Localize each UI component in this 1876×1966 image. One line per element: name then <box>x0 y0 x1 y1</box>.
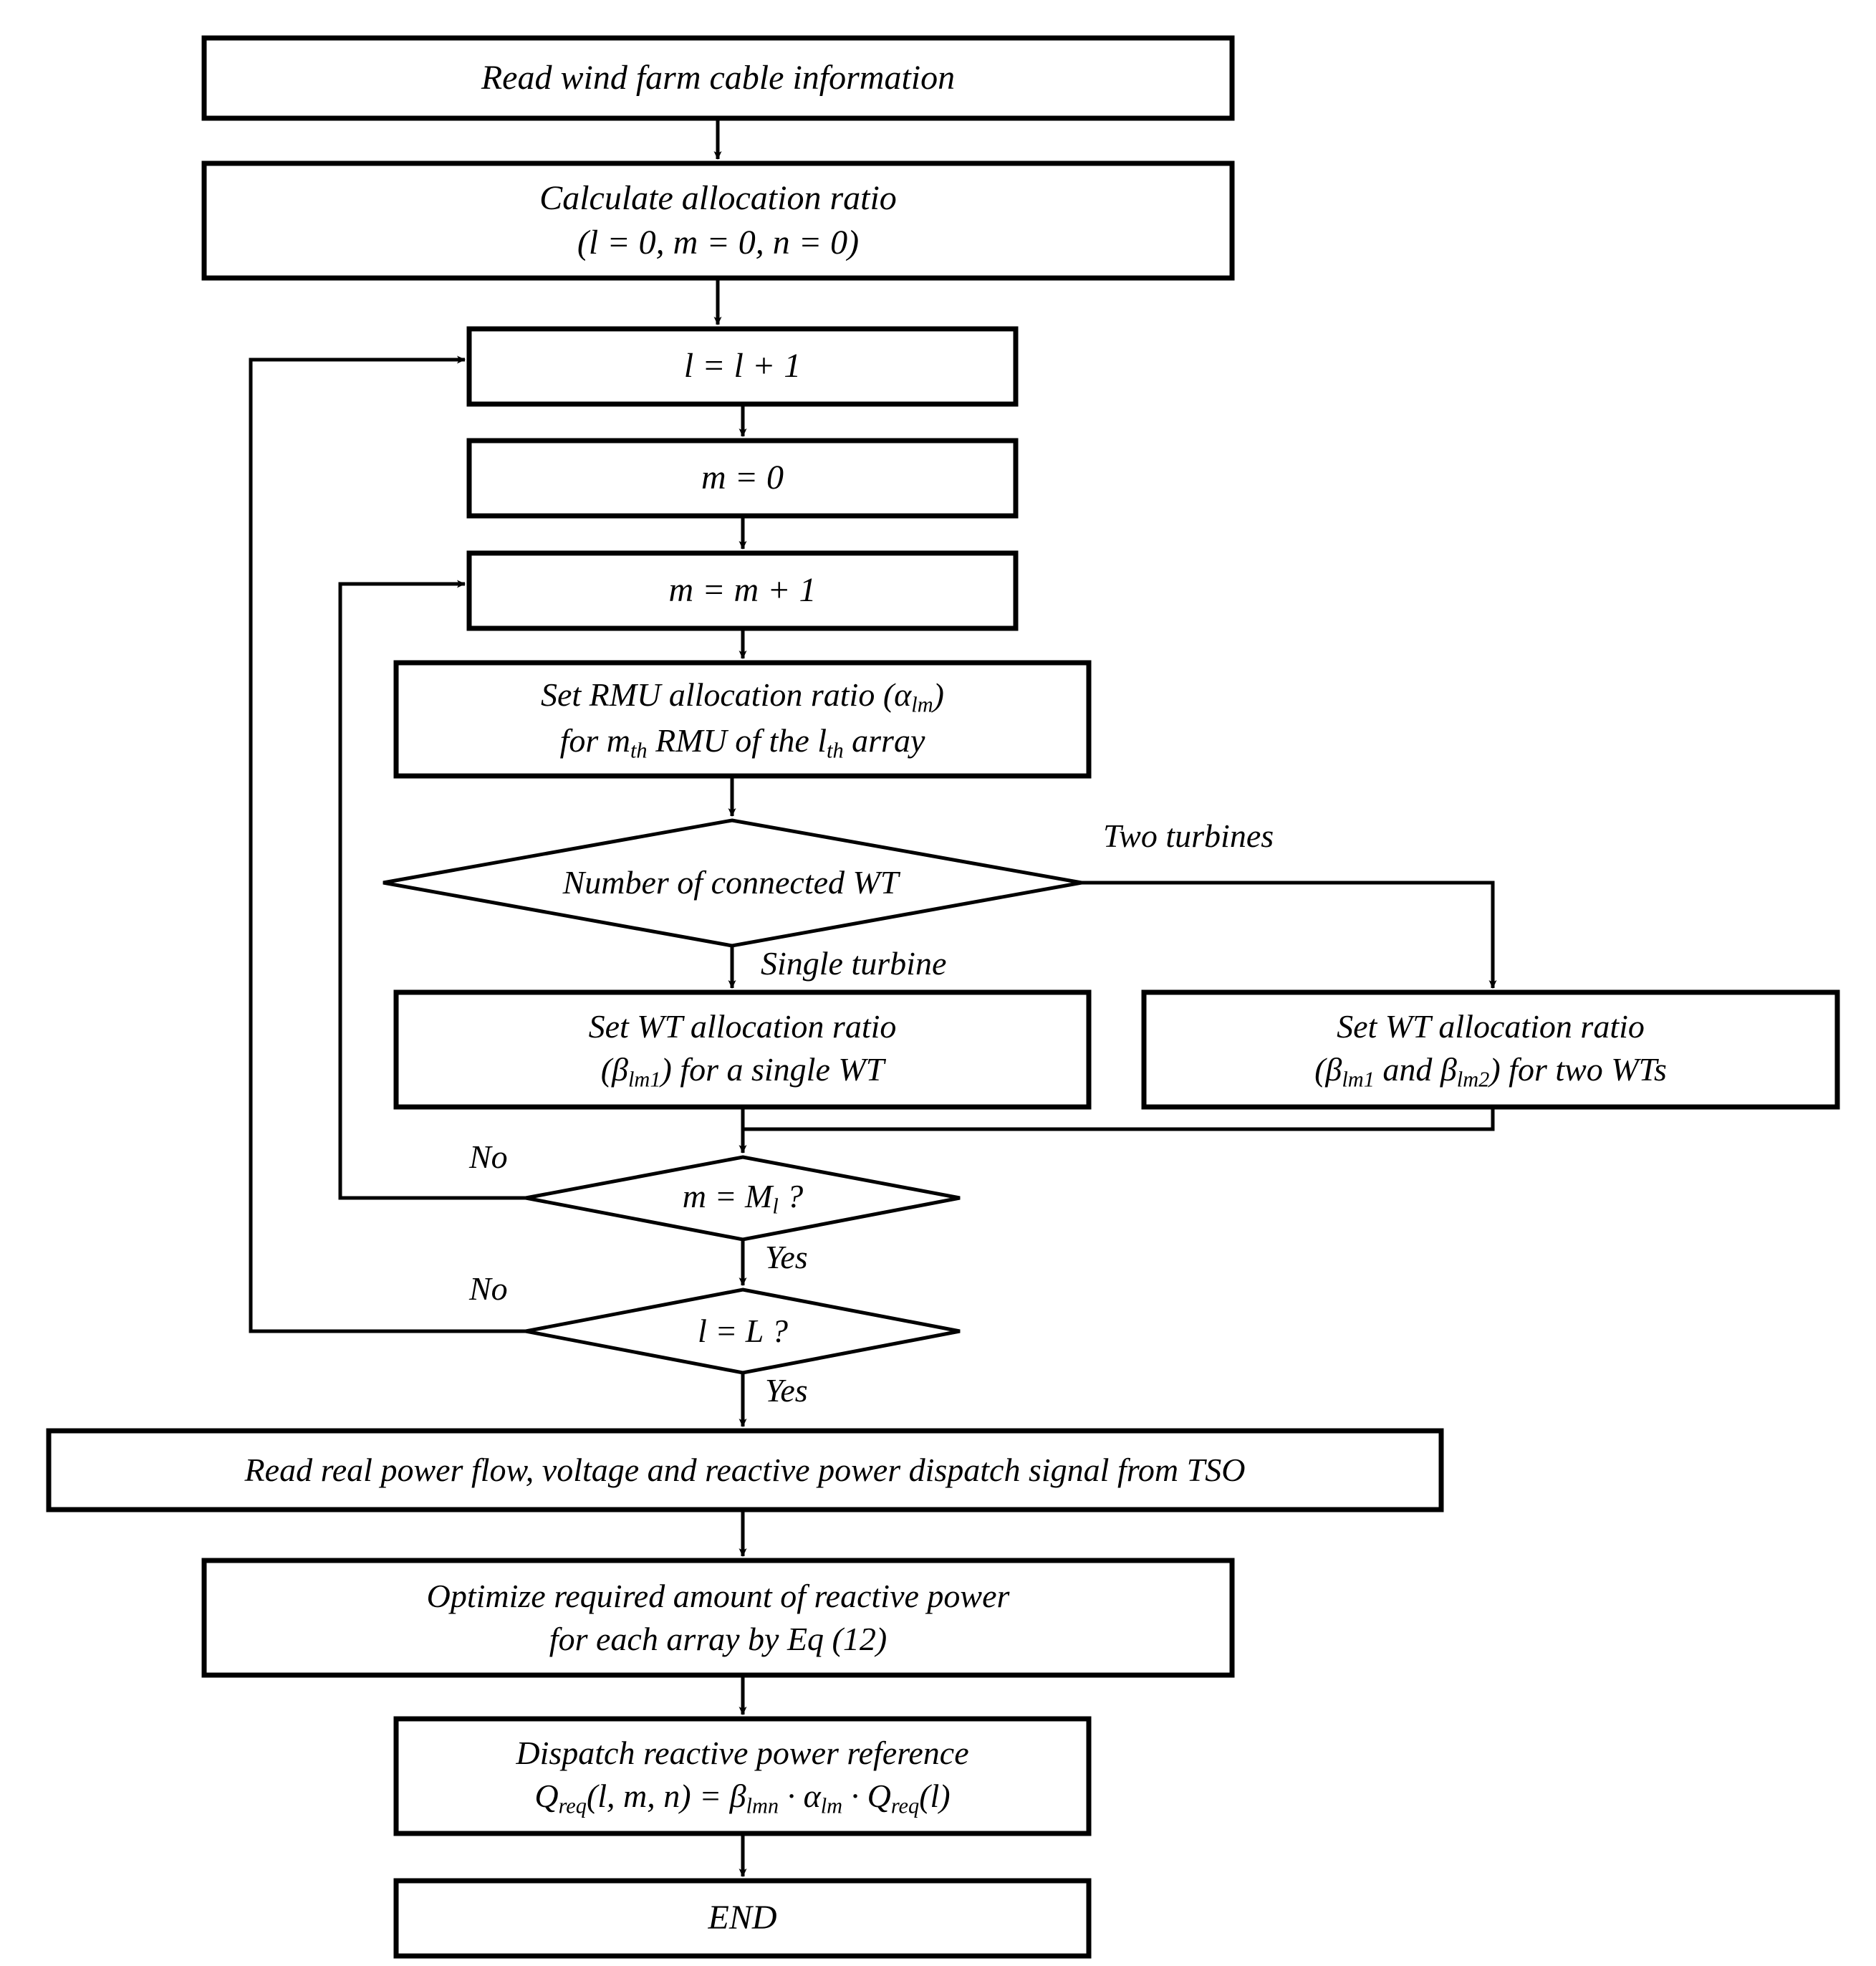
node-set-wt-two-shape <box>1141 989 1840 1110</box>
node-m-inc-shape <box>466 550 1019 631</box>
node-calc-ratio-shape <box>201 160 1235 281</box>
node-l-eq-L-shape <box>525 1288 961 1375</box>
node-set-rmu-shape <box>393 660 1092 779</box>
edge-two-to-join <box>743 1107 1495 1131</box>
node-set-wt-single-shape <box>393 989 1092 1110</box>
node-m-eq-M-shape <box>525 1155 961 1242</box>
edge-label-single-turbine: Single turbine <box>761 945 947 982</box>
node-read-tso-shape <box>46 1428 1444 1512</box>
node-m-zero-shape <box>466 438 1019 519</box>
edge-label-no-m: No <box>469 1138 508 1175</box>
node-read-cable-shape <box>201 35 1235 121</box>
edge-label-two-turbines: Two turbines <box>1103 817 1274 854</box>
edge-label-yes-l: Yes <box>765 1372 808 1409</box>
edge-leql-no-loop <box>249 355 526 1333</box>
edge-numwt-to-two <box>1082 881 1497 989</box>
edge-label-no-l: No <box>469 1270 508 1307</box>
node-l-inc-shape <box>466 326 1019 407</box>
node-dispatch-shape <box>393 1716 1092 1836</box>
node-end-shape <box>393 1878 1092 1959</box>
node-optimize-shape <box>201 1558 1235 1678</box>
edge-label-yes-m: Yes <box>765 1239 808 1275</box>
edge-meqm-no-loop <box>338 580 526 1200</box>
node-num-wt-shape <box>383 818 1082 948</box>
